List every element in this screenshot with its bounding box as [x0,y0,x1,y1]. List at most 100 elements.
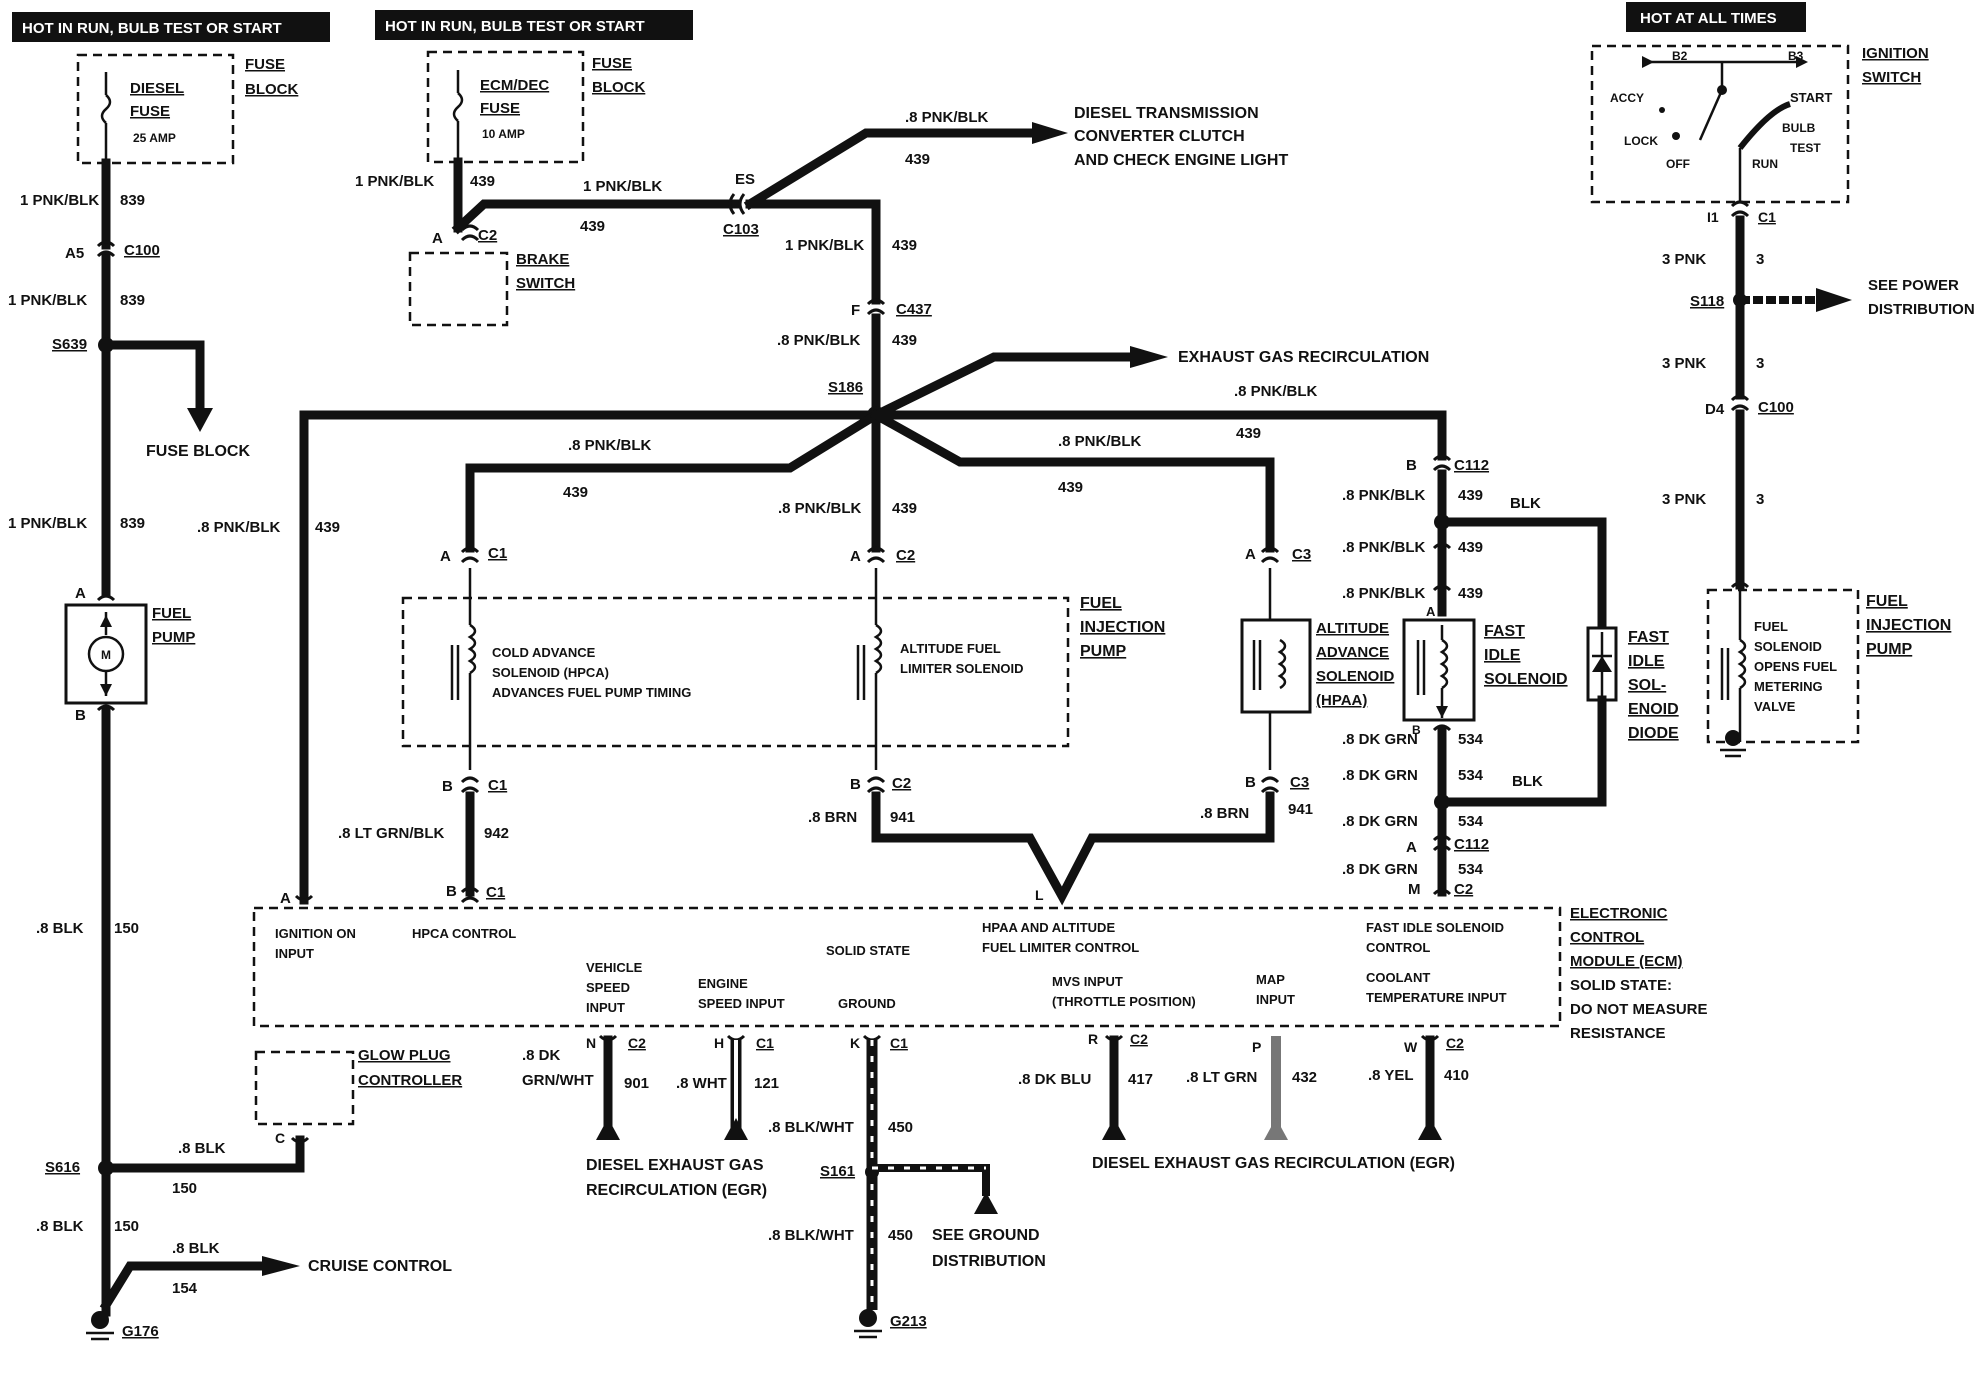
wire-439-c437 [745,199,881,305]
wire-439-c1-gauge: .8 PNK/BLK [568,437,652,454]
cruise-control-label: CRUISE CONTROL [308,1258,452,1275]
ecm-dec-fuse-name-2: FUSE [480,100,520,117]
h-connector-icon [726,1034,746,1042]
hpca-label-1: COLD ADVANCE [492,645,596,660]
ecm-pin-l: L [1035,887,1044,903]
c1-top-connector-icon [460,546,480,564]
pump-arrow-down-icon [100,684,112,696]
wire-to-ground-dist [872,1164,990,1196]
glow-plug-pin: C [275,1130,285,1146]
cruise-arrow-icon [262,1256,300,1276]
w-conn: C2 [1446,1035,1464,1051]
ecm-hpaa-control-2: FUEL LIMITER CONTROL [982,940,1139,955]
w-number: 410 [1444,1067,1469,1084]
c3-top-label: C3 [1292,546,1311,563]
wire-439-ignition-number: 439 [315,519,340,536]
ecm-ground: GROUND [838,996,896,1011]
c2-top-connector-icon [866,546,886,564]
diesel-fuse-rating: 25 AMP [133,131,176,145]
c112-top-connector-icon [1432,454,1452,472]
hpaa-label-3: SOLENOID [1316,668,1395,685]
ecm-pin-m-connector-icon [1432,888,1452,896]
wire-150-b-gauge: .8 BLK [178,1140,226,1157]
wire-3-b-number: 3 [1756,355,1764,372]
wire-941-b-number: 941 [1288,801,1313,818]
right-c100: C100 [1758,399,1794,416]
ecm-hpaa-control-1: HPAA AND ALTITUDE [982,920,1115,935]
diode-label-2: IDLE [1628,653,1665,670]
hpaa-label-4: (HPAA) [1316,692,1367,709]
ecm-pin-a: A [280,890,291,907]
right-d4: D4 [1705,401,1725,418]
wire-439-c3-gauge: .8 PNK/BLK [1058,433,1142,450]
ecm-engine-speed-1: ENGINE [698,976,748,991]
fuel-pump-pin-b: B [75,707,86,724]
s118-label: S118 [1690,293,1724,310]
k-conn: C1 [890,1035,908,1051]
c2-bottom-label: C2 [892,775,911,792]
wire-439-c112-gauge: .8 PNK/BLK [1234,383,1318,400]
c100-label: C100 [124,242,160,259]
n-gauge-2: GRN/WHT [522,1072,594,1089]
wire-150-b-number: 150 [172,1180,197,1197]
wire-439-c3 [869,408,1275,553]
motor-label: M [101,648,111,662]
ecm-mvs-input-1: MVS INPUT [1052,974,1123,989]
ignition-off: OFF [1666,157,1690,171]
wire-439-c112-number: 439 [1236,425,1261,442]
ecm-pin-b-connector-icon [460,886,480,904]
hpca-coil-icon [467,623,477,675]
fi-solenoid-bottom-connector-icon [1432,724,1452,732]
c1-top-label: C1 [488,545,507,562]
ecm-pin-b-conn: C1 [486,884,505,901]
power-arrow-icon [1816,288,1852,312]
r-gauge: .8 DK BLU [1018,1071,1091,1088]
fuel-solenoid-1: FUEL [1754,619,1788,634]
fuse-element-icon [100,94,112,124]
w-gauge: .8 YEL [1368,1067,1414,1084]
wire-154-gauge: .8 BLK [172,1240,220,1257]
h-number: 121 [754,1075,779,1092]
hpca-label-2: SOLENOID (HPCA) [492,665,609,680]
ecm-vehicle-speed-3: INPUT [586,1000,625,1015]
middle-fuse-block-1: FUSE [592,55,632,72]
c112-bottom-label: C112 [1454,836,1489,853]
c3-top-connector-icon [1260,546,1280,564]
egr-left-2: RECIRCULATION (EGR) [586,1182,767,1199]
injection-pump-label-3: PUMP [1080,643,1127,660]
wire-121-terminal-icon [724,1118,748,1140]
fi-gauge-1: .8 PNK/BLK [1342,487,1426,504]
n-number: 901 [624,1075,649,1092]
s616-label: S616 [45,1159,80,1176]
ground-dist-terminal-icon [974,1192,998,1214]
wire-839-c-number: 839 [120,515,145,532]
wire-150-a-gauge: .8 BLK [36,920,84,937]
ignition-switch-label-1: IGNITION [1862,45,1929,62]
diesel-dest-3: AND CHECK ENGINE LIGHT [1074,152,1288,169]
fi-blk-bottom: BLK [1512,773,1543,790]
g213-ground-icon [854,1309,882,1339]
fi-number-2: 439 [1458,539,1483,556]
fi-number-3: 439 [1458,585,1483,602]
diode-label-4: ENOID [1628,701,1679,718]
wire-154-number: 154 [172,1280,198,1297]
wire-154-cruise [99,1261,275,1312]
ground-dist-1: SEE GROUND [932,1227,1040,1244]
ignition-switch-box [1590,44,1850,204]
banner-middle: HOT IN RUN, BULB TEST OR START [375,10,693,40]
diode-label-5: DIODE [1628,725,1679,742]
egr-right: DIESEL EXHAUST GAS RECIRCULATION (EGR) [1092,1155,1455,1172]
hpaa-box [1240,618,1312,714]
c3-bottom-pin: B [1245,774,1256,791]
ignition-i1: I1 [1707,209,1719,225]
fi-coil-icon [1439,638,1449,690]
fuse-block-label-1: FUSE [245,56,285,73]
pump-arrow-up-icon [100,615,112,627]
fuse-block-label-2: BLOCK [245,81,298,98]
ecm-hpca-control: HPCA CONTROL [412,926,516,941]
brake-c2-label: C2 [478,227,497,244]
c100-pin: A5 [65,245,84,262]
egr-arrow-icon [1130,346,1168,368]
c2-top-pin: A [850,548,861,565]
glow-connector-icon [290,1136,310,1144]
